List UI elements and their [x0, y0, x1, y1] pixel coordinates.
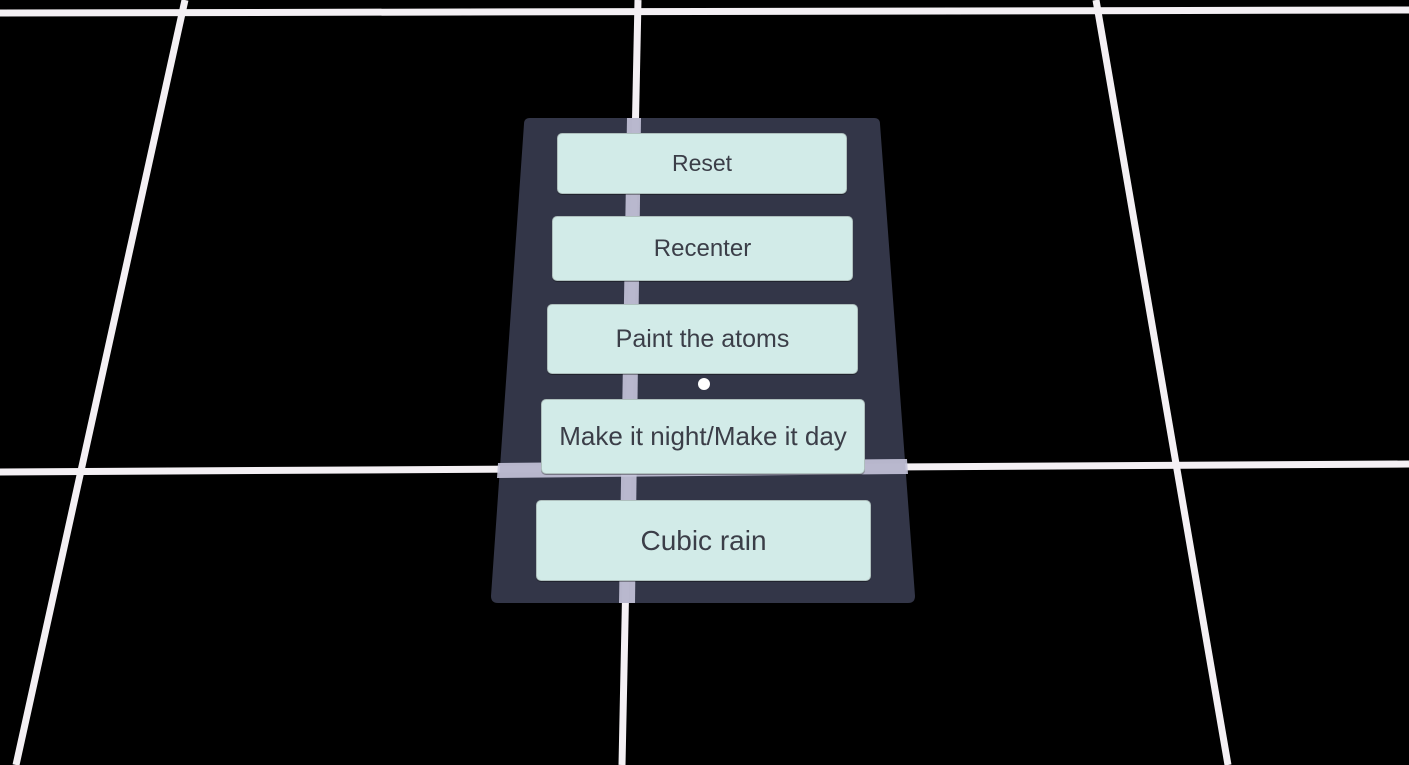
- grid-line: [0, 6, 1409, 17]
- day-night-toggle-button[interactable]: Make it night/Make it day: [541, 399, 865, 474]
- cubic-rain-button[interactable]: Cubic rain: [536, 500, 871, 581]
- grid-line: [12, 0, 189, 765]
- paint-atoms-button[interactable]: Paint the atoms: [547, 304, 858, 374]
- recenter-button[interactable]: Recenter: [552, 216, 853, 281]
- grid-line: [1092, 0, 1232, 765]
- reset-button[interactable]: Reset: [557, 133, 847, 194]
- grid-line: [618, 0, 642, 765]
